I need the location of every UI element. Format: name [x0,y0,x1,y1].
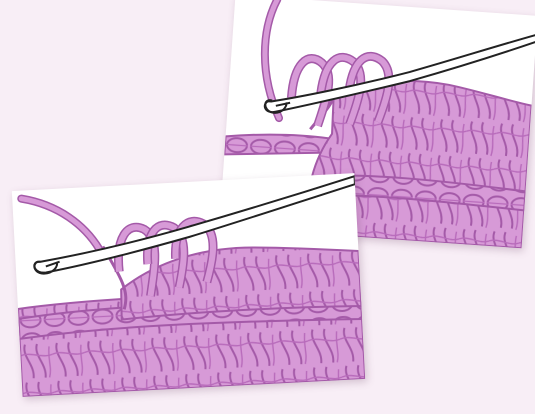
crochet-illustration-bottom [12,173,365,397]
stitch-step-panel-bottom [12,173,365,397]
